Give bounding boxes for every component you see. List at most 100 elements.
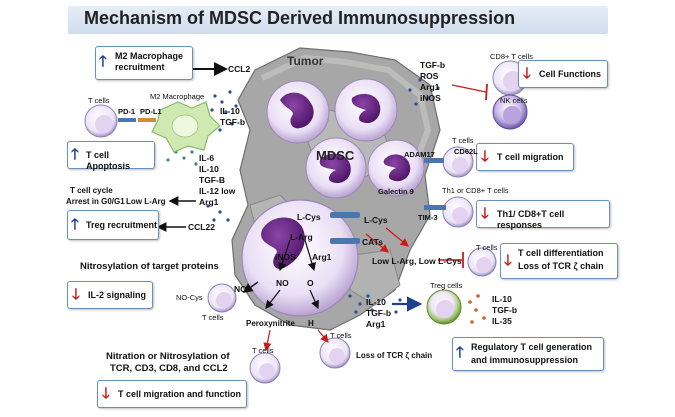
- label-peroxynitrite: Peroxynitrite: [246, 319, 295, 328]
- secreted-dots-blue: [206, 78, 440, 314]
- label-tgfb-right: TGF-b: [420, 60, 446, 70]
- inhibit-line-cell-functions: [451, 84, 487, 93]
- box-text-line2: Loss of TCR ζ chain: [518, 261, 604, 271]
- box-cell-functions: 🡓 Cell Functions: [518, 60, 608, 88]
- tim3-receptor: [424, 205, 446, 210]
- label-il35-treg: IL-35: [492, 316, 512, 326]
- label-il10: IL-10: [220, 106, 240, 116]
- label-tgfb-treg: TGF-b: [492, 305, 518, 315]
- label-nk-cells: NK cells: [500, 96, 528, 105]
- box-text: T cell migration: [497, 152, 564, 162]
- label-low-larg: Low L-Arg: [126, 197, 166, 206]
- label-low-larg-lcys: Low L-Arg, Low L-Cys: [372, 256, 462, 266]
- box-il2-signaling: 🡓 IL-2 signaling: [67, 281, 153, 309]
- label-arrest: Arrest in G0/G1: [66, 197, 125, 206]
- label-ccl2: CCL2: [228, 64, 251, 74]
- arrow-to-tcell-bottom2: [317, 329, 329, 343]
- treg-cell: [426, 289, 462, 325]
- t-cell-cd62l: [442, 146, 474, 178]
- cats-transporter: [330, 238, 360, 244]
- label-h2o2: H: [308, 319, 314, 328]
- mdsc-cell-2: [334, 78, 398, 142]
- arrow-arg1: [304, 239, 316, 272]
- up-arrow-icon: 🡑: [99, 53, 107, 70]
- t-cell-bottom-2: [319, 337, 351, 369]
- label-o2: O: [307, 278, 314, 288]
- label-pdl1: PD-L1: [140, 107, 162, 116]
- th1-t-cell: [442, 196, 474, 228]
- down-arrow-icon: 🡓: [523, 65, 531, 82]
- label-arg1-left: Arg1: [199, 197, 219, 207]
- nk-cell: [492, 94, 528, 130]
- down-arrow-icon: 🡓: [481, 148, 489, 165]
- title-bar: [68, 6, 608, 34]
- label-il10b: IL-10: [199, 164, 219, 174]
- arrow-peroxynitrite: [265, 289, 281, 309]
- label-tgfb: TGF-b: [220, 117, 246, 127]
- tumor-label: Tumor: [287, 54, 324, 68]
- up-arrow-icon: 🡑: [456, 344, 464, 361]
- label-ros: ROS: [420, 71, 439, 81]
- box-text: Th1/ CD8+T cell responses: [497, 209, 565, 230]
- box-t-cell-migration-function: 🡓 T cell migration and function: [97, 380, 247, 408]
- m2-macrophage: [151, 101, 221, 153]
- label-t-cells-top: T cells: [88, 96, 110, 105]
- label-larg: L-Arg: [290, 232, 313, 242]
- box-text: Treg recruitment: [86, 220, 158, 230]
- label-il10-bottom: IL-10: [366, 297, 386, 307]
- up-arrow-icon: 🡑: [71, 216, 79, 233]
- box-text-line1: Regulatory T cell generation: [471, 342, 593, 352]
- mdsc-large-cell: [241, 199, 359, 317]
- box-treg-recruitment: 🡑 Treg recruitment: [67, 210, 159, 240]
- down-arrow-icon: 🡓: [72, 286, 80, 303]
- t-cell-top-left: [84, 104, 118, 138]
- label-adam17: ADAM17: [404, 150, 435, 159]
- arrow-h2o2: [309, 289, 319, 310]
- box-text: IL-2 signaling: [88, 290, 147, 300]
- mdsc-cell-3: [305, 137, 367, 199]
- box-text-line1: T cell differentiation: [518, 248, 604, 258]
- label-lcys-outer: L-Cys: [364, 215, 388, 225]
- arrow-low-arg-red: [365, 233, 389, 253]
- box-m2-recruitment: 🡑 M2 Macrophage recruitment: [95, 46, 193, 80]
- label-no-inner: NO: [276, 278, 289, 288]
- t-cell-right: [467, 247, 497, 277]
- arrow-low-cys-red: [385, 227, 409, 247]
- up-arrow-icon: 🡑: [71, 146, 79, 163]
- label-inos: iNOS: [275, 252, 296, 262]
- label-tim3: TIM-3: [418, 213, 438, 222]
- label-no-cys: NO-Cys: [176, 293, 203, 302]
- label-nitration-2: TCR, CD3, CD8, and CCL2: [110, 363, 228, 374]
- label-treg-cells: Treg cells: [430, 281, 463, 290]
- label-no-outer: NO: [234, 284, 247, 294]
- label-ccl22: CCL22: [188, 222, 215, 232]
- box-text: M2 Macrophage recruitment: [115, 51, 184, 72]
- box-text: T cell Apoptosis: [86, 150, 130, 171]
- mdsc-cell-1: [266, 80, 330, 144]
- label-il10-treg: IL-10: [492, 294, 512, 304]
- pdl1-ligand: [138, 118, 156, 122]
- box-text: T cell migration and function: [118, 389, 242, 399]
- label-lcys-inner: L-Cys: [297, 212, 321, 222]
- page-title: Mechanism of MDSC Derived Immunosuppress…: [84, 8, 516, 28]
- label-th1-cd8: Th1 or CD8+ T cells: [442, 186, 509, 195]
- label-tcell-cycle: T cell cycle: [70, 186, 113, 195]
- label-nitrosylation: Nitrosylation of target proteins: [80, 261, 219, 272]
- t-cell-bottom: [249, 352, 281, 384]
- cd62l-receptor: [424, 158, 444, 163]
- box-t-cell-apoptosis: 🡑 T cell Apoptosis: [67, 141, 155, 171]
- label-m2-macrophage: M2 Macrophage: [150, 92, 205, 101]
- label-t-cells-bottom: T cells: [252, 346, 274, 355]
- label-loss-tcr: Loss of TCR ζ chain: [356, 351, 433, 360]
- box-text-line2: and immunosuppression: [471, 355, 579, 365]
- label-arg1-bottom: Arg1: [366, 319, 386, 329]
- box-th1-responses: 🡓 Th1/ CD8+T cell responses: [476, 200, 610, 230]
- label-cd62l: CD62L: [454, 147, 478, 156]
- lcys-transporter: [330, 212, 360, 218]
- label-il6: IL-6: [199, 153, 215, 163]
- box-regulatory-t-cell: 🡑 Regulatory T cell generation and immun…: [452, 337, 604, 371]
- mdsc-cell-4: [367, 139, 425, 197]
- label-t-cells-right: T cells: [476, 243, 498, 252]
